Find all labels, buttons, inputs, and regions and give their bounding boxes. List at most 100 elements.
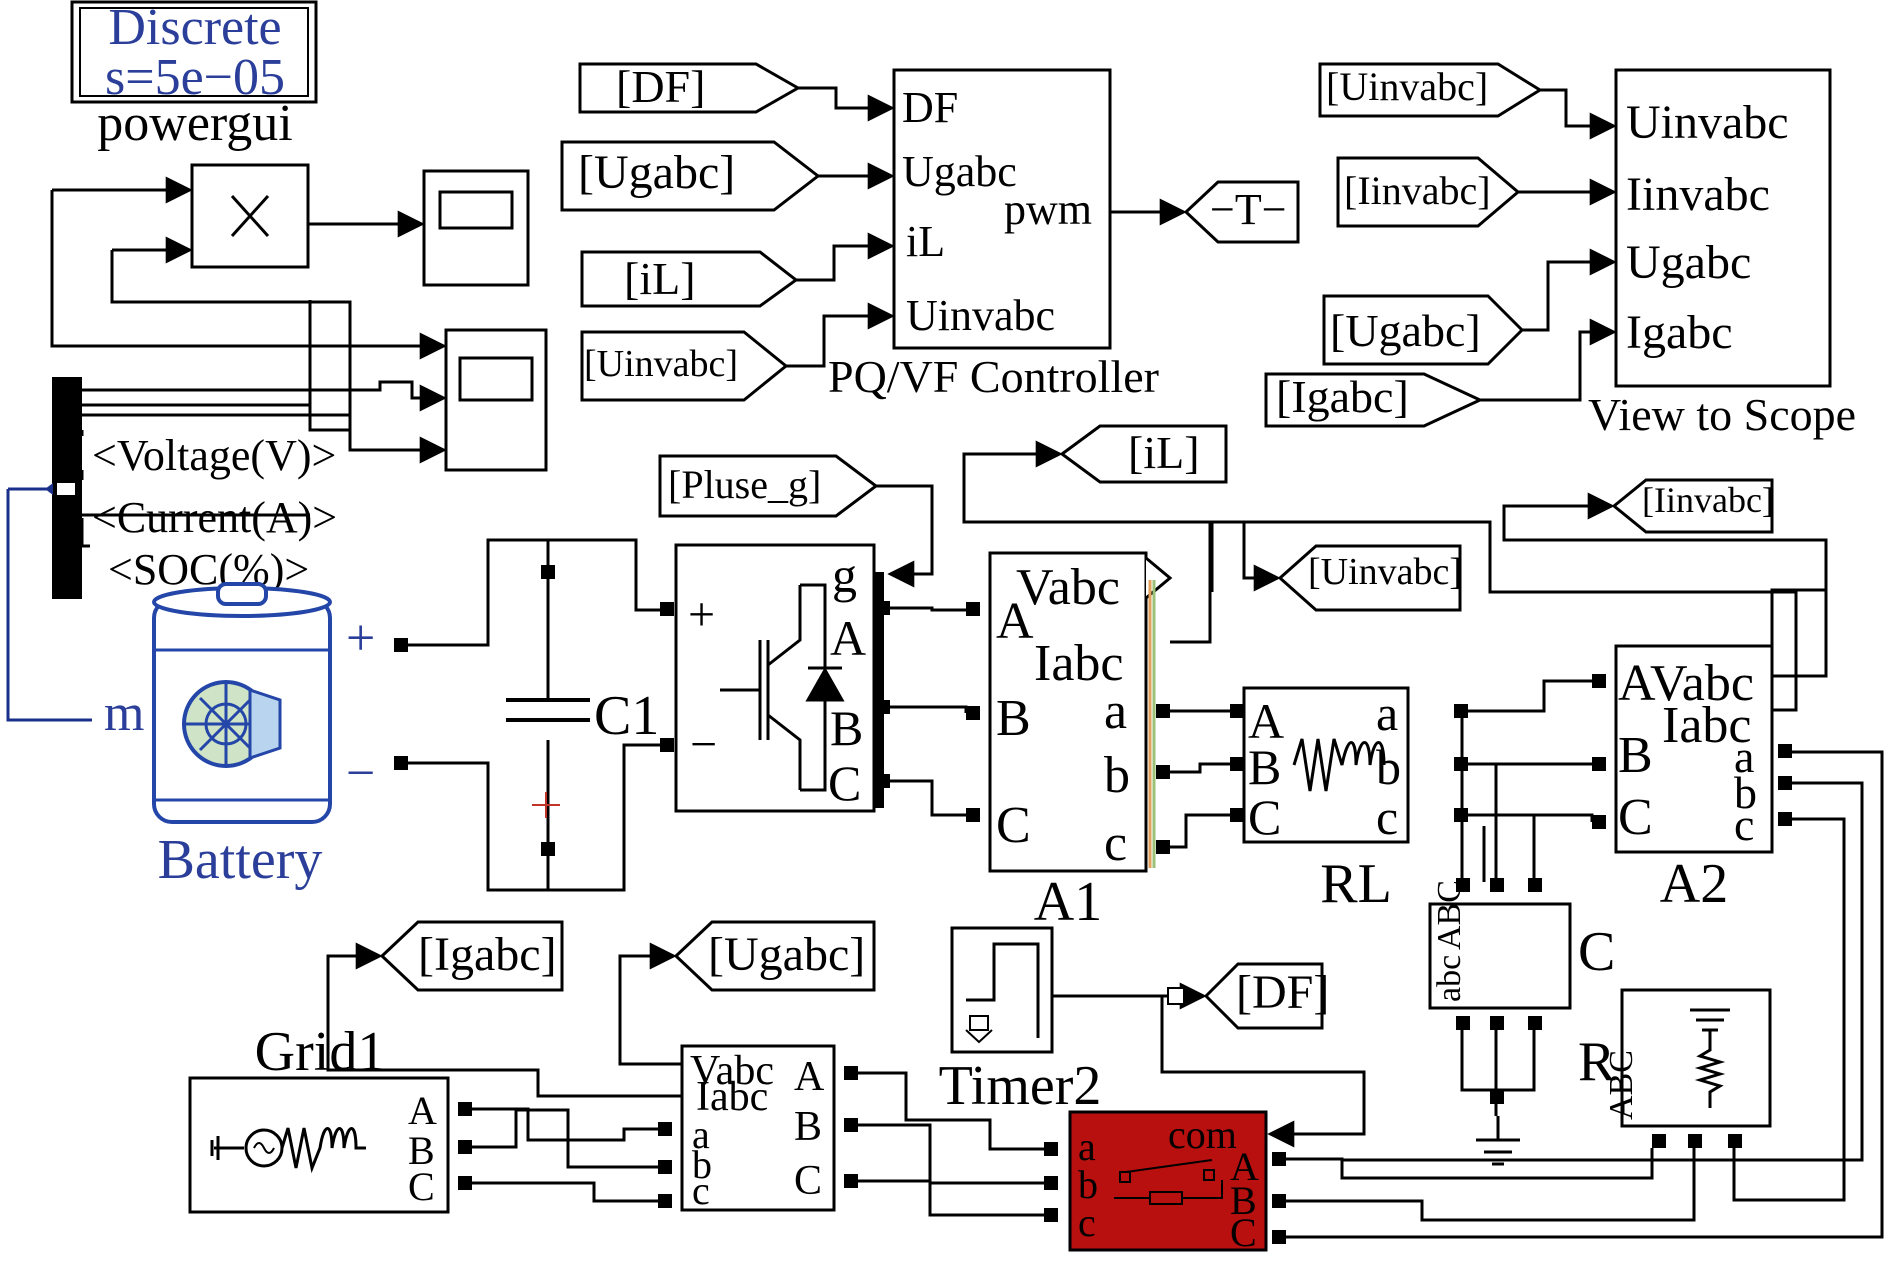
pq-vf-controller[interactable]: DF Ugabc iL Uinvabc pwm PQ/VF Controller <box>828 68 1159 402</box>
goto-df[interactable]: [DF] <box>1203 962 1329 1030</box>
timer2-label: Timer2 <box>939 1055 1102 1117</box>
svg-text:Iabc: Iabc <box>1034 635 1123 692</box>
svg-text:b: b <box>1078 1162 1098 1207</box>
svg-text:A: A <box>1230 1144 1259 1189</box>
goto-uinvabc[interactable]: [Uinvabc] <box>1277 544 1462 612</box>
powergui-block[interactable]: Discrete s=5e−05 powergui <box>70 0 318 152</box>
rl-icon <box>1292 738 1386 792</box>
scope-screen-icon <box>458 356 534 402</box>
goto-t[interactable]: −T− <box>1183 180 1300 244</box>
svg-text:Uinvabc: Uinvabc <box>906 291 1055 340</box>
svg-text:a: a <box>1104 683 1127 740</box>
inverter-block[interactable]: + − g A B C <box>674 543 876 813</box>
svg-text:Vabc: Vabc <box>1650 655 1754 712</box>
svg-text:B: B <box>408 1128 435 1173</box>
svg-text:[Igabc]: [Igabc] <box>1276 371 1409 422</box>
svg-text:−: − <box>690 718 717 771</box>
rl-block[interactable]: A B C a b c RL <box>1242 685 1410 915</box>
measurement-grid[interactable]: Vabc Iabc a b c A B C <box>680 1044 836 1213</box>
product-block[interactable] <box>190 163 310 269</box>
rl-label: RL <box>1320 853 1392 915</box>
a1-label: A1 <box>1034 871 1102 933</box>
from-scope-iinvabc[interactable]: [Iinvabc] <box>1336 156 1521 228</box>
load-r[interactable]: ABC R <box>1578 988 1772 1128</box>
bus-signal-voltage: <Voltage(V)> <box>92 431 336 480</box>
svg-text:b: b <box>1376 739 1401 795</box>
svg-text:DF: DF <box>902 83 958 132</box>
svg-text:[Pluse_g]: [Pluse_g] <box>668 462 821 507</box>
measurement-a1[interactable]: A B C Vabc Iabc a b c A1 <box>988 551 1173 933</box>
goto-igabc[interactable]: [Igabc] <box>379 920 564 992</box>
switch-icon <box>1114 1159 1223 1205</box>
powergui-step: s=5e−05 <box>105 49 285 106</box>
bus-signal-current: <Current(A)> <box>92 493 337 542</box>
from-uinvabc[interactable]: [Uinvabc] <box>580 330 789 402</box>
svg-text:[Iinvabc]: [Iinvabc] <box>1344 168 1491 213</box>
svg-text:c: c <box>1104 815 1127 872</box>
battery-plus: + <box>346 610 375 667</box>
svg-text:[Uinvabc]: [Uinvabc] <box>1326 64 1488 109</box>
svg-text:[Uinvabc]: [Uinvabc] <box>1308 551 1462 593</box>
svg-text:c: c <box>1734 799 1754 850</box>
svg-text:C: C <box>1230 1210 1257 1255</box>
from-scope-uinvabc[interactable]: [Uinvabc] <box>1318 62 1543 118</box>
view-to-scope[interactable]: Uinvabc Iinvabc Ugabc Igabc View to Scop… <box>1588 68 1856 440</box>
goto-ugabc[interactable]: [Ugabc] <box>673 920 876 992</box>
svg-text:ABC: ABC <box>1431 880 1468 950</box>
svg-text:B: B <box>1230 1178 1257 1223</box>
svg-text:+: + <box>688 588 715 641</box>
svg-text:c: c <box>1376 789 1398 845</box>
svg-text:C: C <box>828 755 861 811</box>
from-il[interactable]: [iL] <box>580 250 799 308</box>
svg-text:Iabc: Iabc <box>1662 697 1751 754</box>
svg-text:a: a <box>1078 1124 1096 1169</box>
resistor-icon <box>1690 1008 1730 1108</box>
svg-text:[Iinvabc]: [Iinvabc] <box>1642 480 1774 520</box>
scope-2[interactable] <box>444 328 548 472</box>
step-down-icon <box>965 1015 993 1044</box>
svg-text:B: B <box>996 690 1031 747</box>
svg-text:Vabc: Vabc <box>1016 559 1120 616</box>
svg-text:A: A <box>794 1054 825 1100</box>
capacitor-c1[interactable]: C1 <box>506 685 659 818</box>
circuit-breaker[interactable]: com a b c A B C <box>1068 1110 1268 1255</box>
svg-text:pwm: pwm <box>1004 185 1092 234</box>
powergui-label: powergui <box>97 95 292 152</box>
svg-text:abc: abc <box>1431 955 1468 1002</box>
svg-text:c: c <box>692 1168 710 1213</box>
svg-text:[DF]: [DF] <box>1236 966 1329 1019</box>
measurement-a2[interactable]: A B C Vabc Iabc a b c A2 <box>1614 644 1774 915</box>
goto-iinvabc[interactable]: [Iinvabc] <box>1611 478 1774 534</box>
battery-block[interactable]: + − m Battery <box>6 483 375 891</box>
svg-text:b: b <box>1104 747 1130 804</box>
svg-text:B: B <box>830 700 863 756</box>
svg-text:Vabc: Vabc <box>690 1048 774 1094</box>
c1-label: C1 <box>594 685 659 747</box>
svg-text:b: b <box>1734 767 1757 818</box>
svg-text:g: g <box>832 547 857 603</box>
from-pluse-g[interactable]: [Pluse_g] <box>658 454 879 518</box>
bus-signal-soc: <SOC(%)> <box>108 545 309 594</box>
timer2-block[interactable]: Timer2 <box>939 926 1102 1117</box>
grid-source[interactable]: A B C Grid1 <box>188 1021 450 1214</box>
svg-text:C: C <box>408 1164 435 1209</box>
svg-text:[DF]: [DF] <box>616 61 705 112</box>
capacitor-bank-c[interactable]: ABC abc C <box>1428 880 1615 1010</box>
svg-text:[iL]: [iL] <box>1128 427 1200 478</box>
from-scope-igabc[interactable]: [Igabc] <box>1264 371 1484 428</box>
svg-text:iL: iL <box>906 217 945 266</box>
from-scope-ugabc[interactable]: [Ugabc] <box>1322 294 1525 366</box>
svg-text:[Ugabc]: [Ugabc] <box>708 928 865 981</box>
r-label: R <box>1578 1031 1616 1093</box>
svg-text:Igabc: Igabc <box>1626 306 1733 359</box>
svg-text:−T−: −T− <box>1210 185 1287 234</box>
goto-il[interactable]: [iL] <box>1059 424 1228 484</box>
svg-text:Uinvabc: Uinvabc <box>1626 96 1789 149</box>
from-df[interactable]: [DF] <box>578 61 802 114</box>
from-ugabc[interactable]: [Ugabc] <box>560 140 821 212</box>
svg-text:b: b <box>692 1142 712 1187</box>
svg-text:A: A <box>830 610 866 666</box>
svg-text:C: C <box>1248 789 1281 845</box>
grid-label: Grid1 <box>255 1021 386 1083</box>
scope-1[interactable] <box>422 169 530 287</box>
